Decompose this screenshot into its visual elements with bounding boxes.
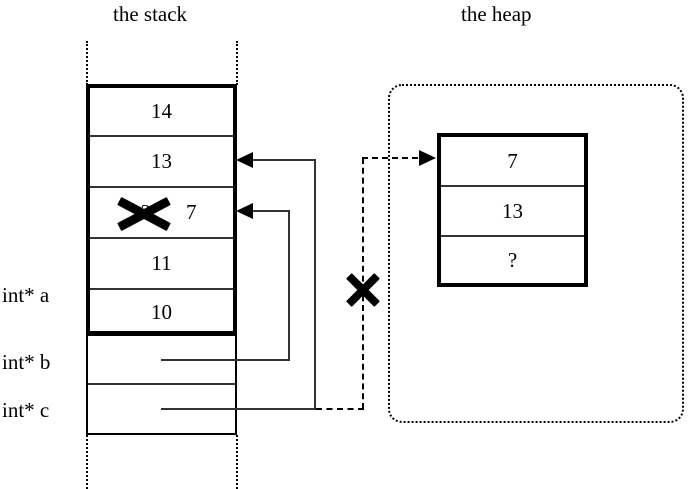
stack-boundary-right-upper [236, 41, 238, 85]
stack-cell-4-value: 10 [151, 300, 172, 324]
pointer-b-segment-approach [252, 210, 290, 212]
pointer-b-segment-horizontal [161, 359, 290, 361]
stack-title: the stack [113, 2, 188, 26]
heap-cell-2-value: ? [507, 247, 518, 272]
stale-pointer-arrowhead [419, 150, 436, 166]
heap-cell-1: 13 [441, 187, 584, 237]
stack-cell-0: 14 [90, 88, 233, 137]
heap-region-boundary [388, 84, 684, 423]
pointer-c-arrowhead [236, 152, 253, 168]
pointer-c-segment-vertical [314, 160, 316, 410]
stack-array-box: 14 13 12 7 11 10 [86, 84, 237, 335]
stack-cell-2: 12 7 [90, 188, 233, 239]
stale-pointer-strike-x-icon [345, 272, 381, 308]
heap-cell-0-value: 7 [507, 148, 518, 173]
stack-cell-1: 13 [90, 137, 233, 188]
heap-array-box: 7 13 ? [437, 133, 588, 287]
stack-cell-0-value: 14 [151, 99, 172, 123]
pointer-c-segment-approach [252, 159, 316, 161]
stack-boundary-right-lower [236, 435, 238, 489]
stack-boundary-left-upper [86, 41, 88, 85]
variable-label-a: int* a [2, 283, 50, 307]
heap-cell-2: ? [441, 237, 584, 283]
stack-cell-4: 10 [90, 290, 233, 335]
stale-pointer-segment-bottom [316, 408, 364, 410]
pointer-b-arrowhead [236, 203, 253, 219]
heap-cell-0: 7 [441, 137, 584, 187]
stack-cell-2-strike-x-icon [116, 196, 172, 232]
stack-cell-1-value: 13 [151, 149, 172, 173]
stack-cell-2-new-value: 7 [186, 200, 197, 224]
variable-label-c: int* c [2, 398, 50, 422]
pointer-c-segment-horizontal [161, 408, 316, 410]
variable-label-b: int* b [2, 350, 51, 374]
stack-slot-b [88, 336, 235, 385]
stack-pointer-slots-box [86, 334, 237, 435]
pointer-b-segment-vertical [288, 211, 290, 361]
stack-boundary-left-lower [86, 435, 88, 489]
stack-cell-3: 11 [90, 239, 233, 290]
stale-pointer-segment-top [362, 157, 418, 159]
heap-cell-1-value: 13 [502, 198, 523, 223]
stack-cell-3-value: 11 [151, 251, 172, 275]
heap-title: the heap [461, 2, 532, 26]
